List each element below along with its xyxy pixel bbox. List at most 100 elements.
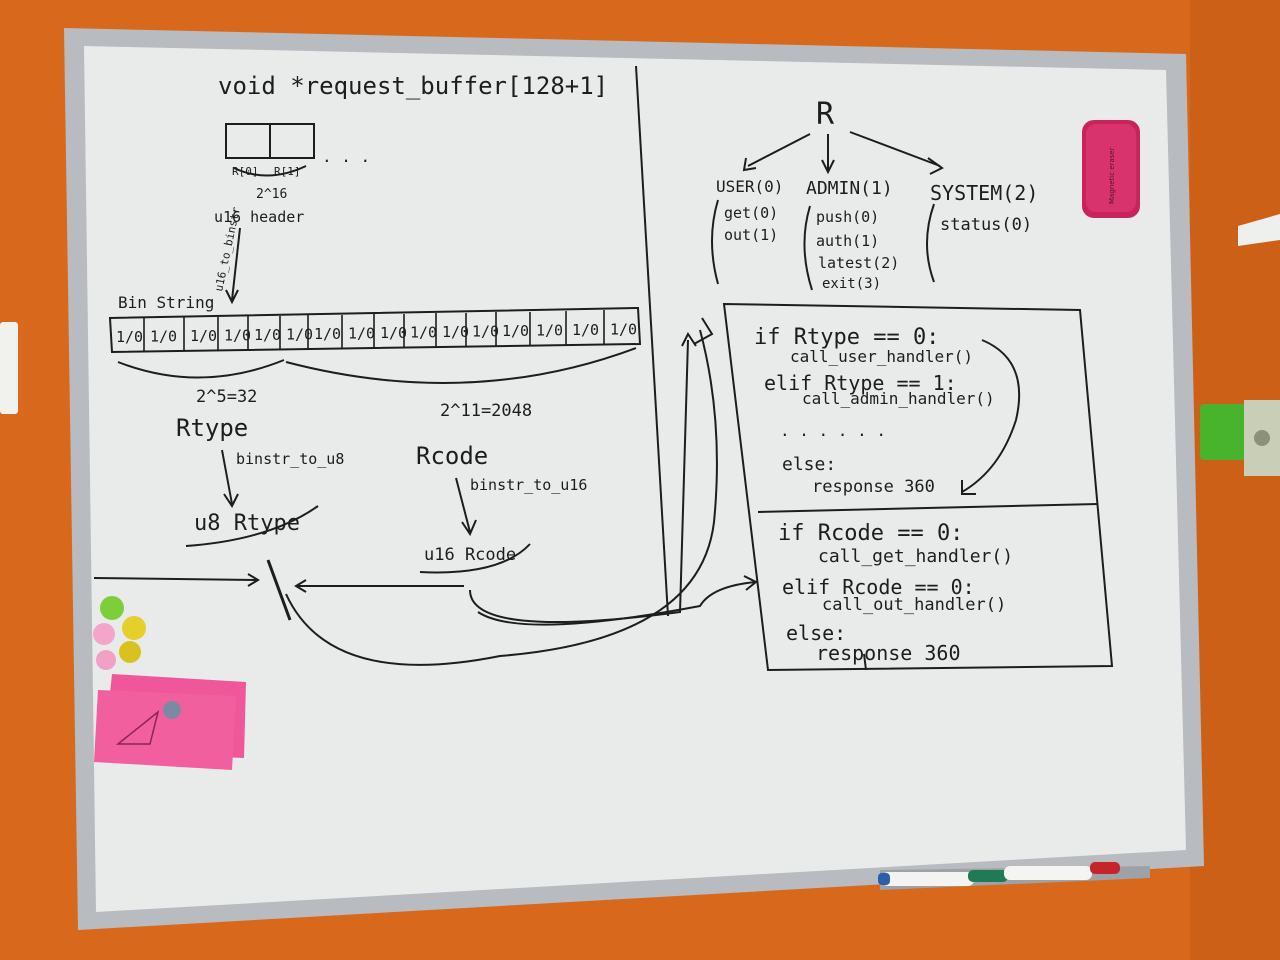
admin-child-push: push(0) xyxy=(816,208,879,226)
to-dispatch-line xyxy=(469,332,697,624)
whiteboard-surface xyxy=(84,46,1186,912)
buffer-power-label: 2^16 xyxy=(256,187,287,202)
rcode-converter-label: binstr_to_u16 xyxy=(470,476,587,494)
rtype-result-label: u8 Rtype xyxy=(194,511,300,536)
dispatch-bottom-line-4: call_out_handler() xyxy=(822,595,1006,615)
marker-red xyxy=(1004,866,1092,880)
header-label: u16 header xyxy=(214,208,304,226)
admin-child-latest: latest(2) xyxy=(818,254,899,272)
bit-cell: 1/0 xyxy=(442,323,469,341)
dispatch-top-line-1: if Rtype == 0: xyxy=(754,325,939,350)
buffer-cell-1-label: R[1] xyxy=(274,165,301,178)
buffer-cell-1 xyxy=(269,123,315,159)
rtype-brace xyxy=(117,359,285,379)
bit-cell: 1/0 xyxy=(536,322,563,340)
rcode-arrow xyxy=(455,477,477,537)
user-child-out: out(1) xyxy=(724,226,778,244)
rtype-flow-line xyxy=(285,317,718,666)
rtype-arrow xyxy=(221,449,239,508)
sticky-note-front xyxy=(94,690,236,770)
tree-edge-user xyxy=(742,133,811,172)
wall-shadow xyxy=(1190,0,1280,960)
divider-line xyxy=(635,65,669,617)
tree-edge-admin xyxy=(821,134,835,175)
rcode-underline xyxy=(419,543,531,574)
bit-cell: 1/0 xyxy=(472,323,499,341)
admin-child-exit: exit(3) xyxy=(822,276,881,292)
magnet-pink xyxy=(93,623,115,645)
admin-child-auth: auth(1) xyxy=(816,232,879,250)
system-child-status: status(0) xyxy=(940,215,1032,235)
tree-node-user: USER(0) xyxy=(716,177,783,196)
buffer-ellipsis: . . . xyxy=(322,147,370,166)
dispatch-box xyxy=(722,302,1114,672)
marker-blue-cap xyxy=(878,873,890,885)
dispatch-top-line-6: else: xyxy=(782,454,836,475)
rcode-flow-line xyxy=(477,575,758,626)
bit-cell: 1/0 xyxy=(190,327,217,345)
dispatch-top-line-3: elif Rtype == 1: xyxy=(764,371,957,395)
user-brace xyxy=(711,199,719,285)
rtype-underline xyxy=(185,505,319,547)
eraser-top xyxy=(1086,124,1136,212)
buffer-brace xyxy=(233,165,307,177)
dispatch-box-divider xyxy=(757,503,1099,513)
rcode-brace xyxy=(285,347,637,384)
dispatch-bottom-line-6: response 360 xyxy=(816,641,961,665)
tree-node-system: SYSTEM(2) xyxy=(930,181,1038,205)
dispatch-arrow xyxy=(961,339,1021,495)
bit-cell: 1/0 xyxy=(224,327,251,345)
bit-cell: 1/0 xyxy=(410,324,437,342)
bit-cell: 1/0 xyxy=(116,328,143,346)
dispatch-top-line-4: call_admin_handler() xyxy=(802,389,995,408)
tree-edge-system xyxy=(849,131,944,175)
bin-string-box xyxy=(108,306,642,354)
bit-cell: 1/0 xyxy=(610,321,637,339)
dispatch-top-line-5: . . . . . . xyxy=(780,421,886,440)
magnet-pink-small xyxy=(96,650,116,670)
user-child-get: get(0) xyxy=(724,204,778,222)
bit-cell: 1/0 xyxy=(150,328,177,346)
buffer-declaration: void *request_buffer[128+1] xyxy=(218,72,608,100)
marker-green-cap xyxy=(968,870,1008,882)
bit-cell-dividers xyxy=(143,310,605,351)
magnet-yellow xyxy=(122,616,146,640)
tree-root: R xyxy=(816,97,835,132)
box-tick xyxy=(863,653,867,671)
marker-blue xyxy=(882,872,974,886)
dispatch-bottom-line-5: else: xyxy=(786,621,846,645)
rcode-return-arrow xyxy=(294,579,464,593)
bit-cell: 1/0 xyxy=(254,326,281,344)
rcode-bound-label: 2^11=2048 xyxy=(440,401,532,421)
eraser-label: Magnetic eraser xyxy=(1108,147,1116,204)
system-brace xyxy=(926,203,935,283)
bit-cell: 1/0 xyxy=(314,325,341,343)
banknote-seal-icon xyxy=(1254,430,1270,446)
bit-cell: 1/0 xyxy=(502,322,529,340)
binstr-arrow xyxy=(225,227,241,305)
wall-shelf xyxy=(1238,214,1280,246)
bit-cell: 1/0 xyxy=(348,325,375,343)
dispatch-top-line-7: response 360 xyxy=(812,477,935,497)
bit-cell: 1/0 xyxy=(572,321,599,339)
sticky-note-sketch xyxy=(115,710,160,745)
rcode-label: Rcode xyxy=(416,442,488,470)
admin-brace xyxy=(803,205,813,291)
dispatch-top-line-2: call_user_handler() xyxy=(790,347,973,366)
magnet-blue xyxy=(163,701,181,719)
rtype-converter-label: binstr_to_u8 xyxy=(236,450,344,468)
bit-cell: 1/0 xyxy=(380,324,407,342)
rtype-bound-label: 2^5=32 xyxy=(196,387,257,407)
dispatch-bottom-line-1: if Rcode == 0: xyxy=(778,521,963,546)
light-switch xyxy=(0,322,18,414)
rtype-label: Rtype xyxy=(176,414,248,442)
bin-string-label: Bin String xyxy=(118,293,214,312)
rcode-result-label: u16 Rcode xyxy=(424,545,516,565)
dispatch-bottom-line-2: call_get_handler() xyxy=(818,546,1013,567)
magnet-yellow-small xyxy=(119,641,141,663)
buffer-cell-0-label: R[0] xyxy=(232,165,259,178)
magnet-green xyxy=(100,596,124,620)
dispatch-bottom-line-3: elif Rcode == 0: xyxy=(782,575,975,599)
